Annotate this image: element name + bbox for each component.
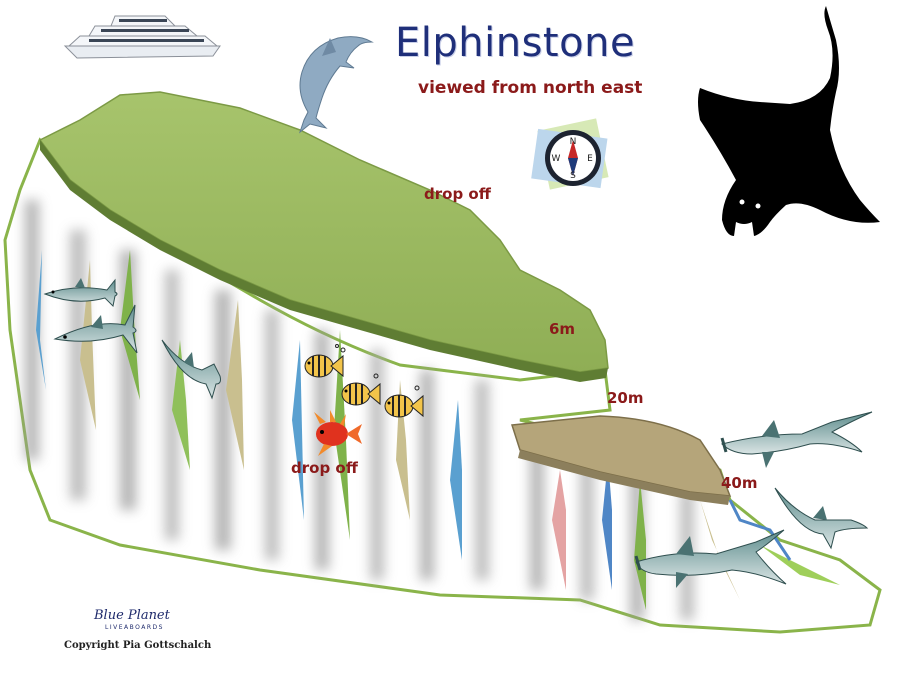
- map-title: Elphinstone: [395, 20, 636, 66]
- lionfish-icon: [314, 410, 362, 456]
- compass-east: E: [587, 154, 593, 164]
- copyright-text: Copyright Pia Gottschalch: [64, 640, 212, 651]
- brand-logo-sub: LIVEABOARDS: [105, 624, 164, 631]
- compass-icon: N E S W: [531, 118, 609, 190]
- label-depth-40m: 40m: [721, 474, 758, 492]
- fish-icon: [304, 344, 346, 378]
- fish-icon: [384, 385, 424, 418]
- label-drop-off-top: drop off: [424, 185, 491, 203]
- reef-top: [38, 91, 609, 382]
- hammerhead-shark-icon: [720, 411, 873, 468]
- manta-ray-icon: [698, 6, 880, 236]
- hammerhead-shark-icon: [774, 487, 869, 550]
- hammerhead-shark-icon: [634, 529, 787, 588]
- compass-west: W: [552, 154, 561, 164]
- map-subtitle: viewed from north east: [418, 78, 643, 98]
- fish-icon: [341, 373, 381, 406]
- brand-logo: Blue Planet: [94, 608, 170, 623]
- shark-icon: [161, 339, 221, 400]
- dolphin-icon: [298, 36, 374, 134]
- label-depth-6m: 6m: [549, 320, 576, 338]
- compass-north: N: [570, 137, 577, 147]
- reef-wall: [3, 137, 882, 634]
- compass-south: S: [570, 171, 576, 181]
- label-depth-20m: 20m: [607, 389, 644, 407]
- shark-icon: [43, 278, 118, 308]
- shark-icon: [53, 304, 138, 354]
- label-drop-off-wall: drop off: [291, 459, 358, 477]
- lower-plateau: [511, 415, 732, 505]
- liveaboard-boat-icon: [63, 15, 221, 59]
